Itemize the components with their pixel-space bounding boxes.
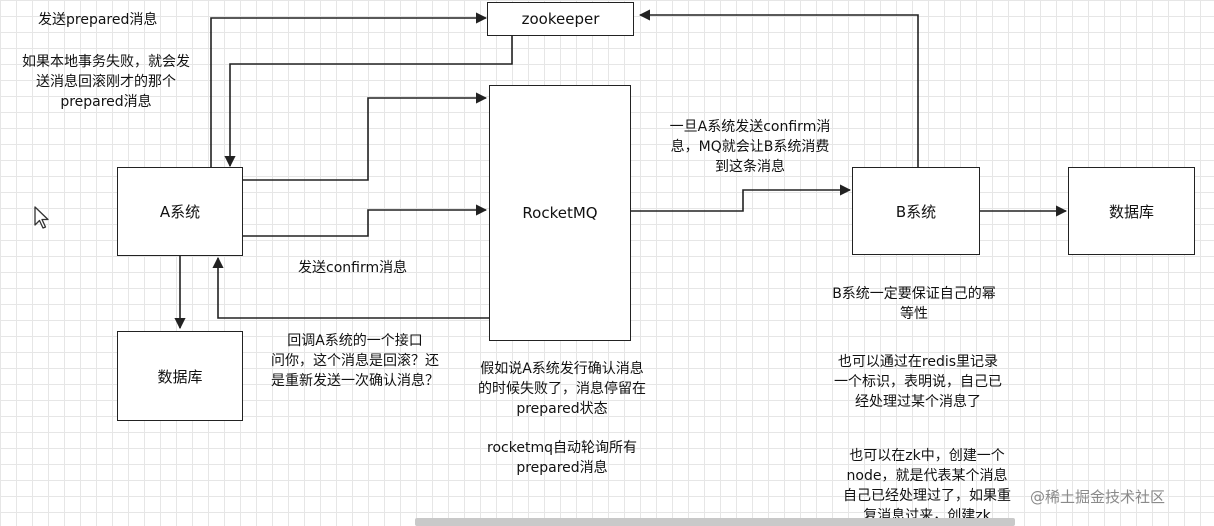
arrow-a-to-zookeeper	[210, 12, 488, 168]
zookeeper-label: zookeeper	[521, 10, 600, 28]
a-system-node: A系统	[117, 167, 243, 256]
arrow-a-prepared-to-mq	[243, 92, 488, 181]
arrow-a-confirm-to-mq	[243, 204, 488, 237]
note-callback-line: 是重新发送一次确认消息？	[271, 373, 439, 389]
note-fail-line: 的时候失败了，消息停留在	[478, 381, 646, 397]
rocketmq-label: RocketMQ	[522, 204, 598, 222]
note-redis-line: 也可以通过在redis里记录	[837, 354, 999, 370]
arrow-mq-callback-to-a	[212, 256, 489, 319]
arrow-mq-to-b	[631, 184, 852, 212]
note-zk-line: 自己已经处理过了，如果重	[843, 488, 1011, 504]
note-poll-line: rocketmq自动轮询所有	[487, 440, 637, 456]
note-callback: 回调A系统的一个接口 问你，这个消息是回滚？还 是重新发送一次确认消息？	[250, 331, 460, 391]
note-rollback-line: 如果本地事务失败，就会发	[22, 54, 190, 70]
arrow-zookeeper-to-a	[224, 36, 513, 168]
note-redis-line: 一个标识，表明说，自己已	[834, 374, 1002, 390]
note-rollback-line: 送消息回滚刚才的那个	[36, 74, 176, 90]
mouse-cursor-icon	[34, 206, 49, 229]
note-send-confirm: 发送confirm消息	[298, 260, 408, 276]
note-fail-line: 假如说A系统发行确认消息	[480, 361, 644, 377]
note-auto-poll: rocketmq自动轮询所有 prepared消息	[462, 438, 662, 478]
note-send-prepared: 发送prepared消息	[38, 12, 158, 28]
note-zk-line: node，就是代表某个消息	[846, 468, 1008, 484]
note-callback-line: 回调A系统的一个接口	[287, 333, 423, 349]
note-fail-line: prepared状态	[516, 401, 608, 417]
note-confirm-consume: 一旦A系统发送confirm消 息，MQ就会让B系统消费 到这条消息	[650, 117, 850, 177]
note-confirm-failed: 假如说A系统发行确认消息 的时候失败了，消息停留在 prepared状态	[458, 359, 666, 419]
database-a-node: 数据库	[117, 331, 243, 421]
zookeeper-node: zookeeper	[487, 2, 634, 36]
rocketmq-node: RocketMQ	[489, 85, 631, 341]
note-idem-line: B系统一定要保证自己的幂	[832, 286, 996, 302]
watermark: @稀土掘金技术社区	[1030, 488, 1166, 506]
note-zookeeper-node: 也可以在zk中，创建一个 node，就是代表某个消息 自己已经处理过了，如果重 …	[822, 446, 1032, 526]
note-redis: 也可以通过在redis里记录 一个标识，表明说，自己已 经处理过某个消息了	[818, 352, 1018, 412]
database-a-label: 数据库	[157, 367, 203, 386]
note-idem-line: 等性	[900, 306, 928, 322]
note-zk-line: 也可以在zk中，创建一个	[849, 448, 1005, 464]
note-rollback: 如果本地事务失败，就会发 送消息回滚刚才的那个 prepared消息	[6, 52, 206, 112]
database-b-node: 数据库	[1068, 167, 1195, 255]
note-confirm-line: 一旦A系统发送confirm消	[669, 119, 831, 135]
database-b-label: 数据库	[1108, 202, 1154, 221]
note-callback-line: 问你，这个消息是回滚？还	[271, 353, 439, 369]
b-system-label: B系统	[895, 202, 937, 221]
note-poll-line: prepared消息	[516, 460, 608, 476]
b-system-node: B系统	[852, 167, 980, 255]
arrow-b-to-zookeeper	[638, 9, 919, 168]
horizontal-scrollbar[interactable]	[415, 518, 1015, 526]
note-confirm-line: 到这条消息	[715, 159, 785, 175]
note-idempotency: B系统一定要保证自己的幂 等性	[814, 284, 1014, 324]
note-confirm-line: 息，MQ就会让B系统消费	[670, 139, 830, 155]
note-rollback-line: prepared消息	[60, 94, 152, 110]
note-redis-line: 经处理过某个消息了	[855, 394, 981, 410]
a-system-label: A系统	[159, 203, 201, 221]
